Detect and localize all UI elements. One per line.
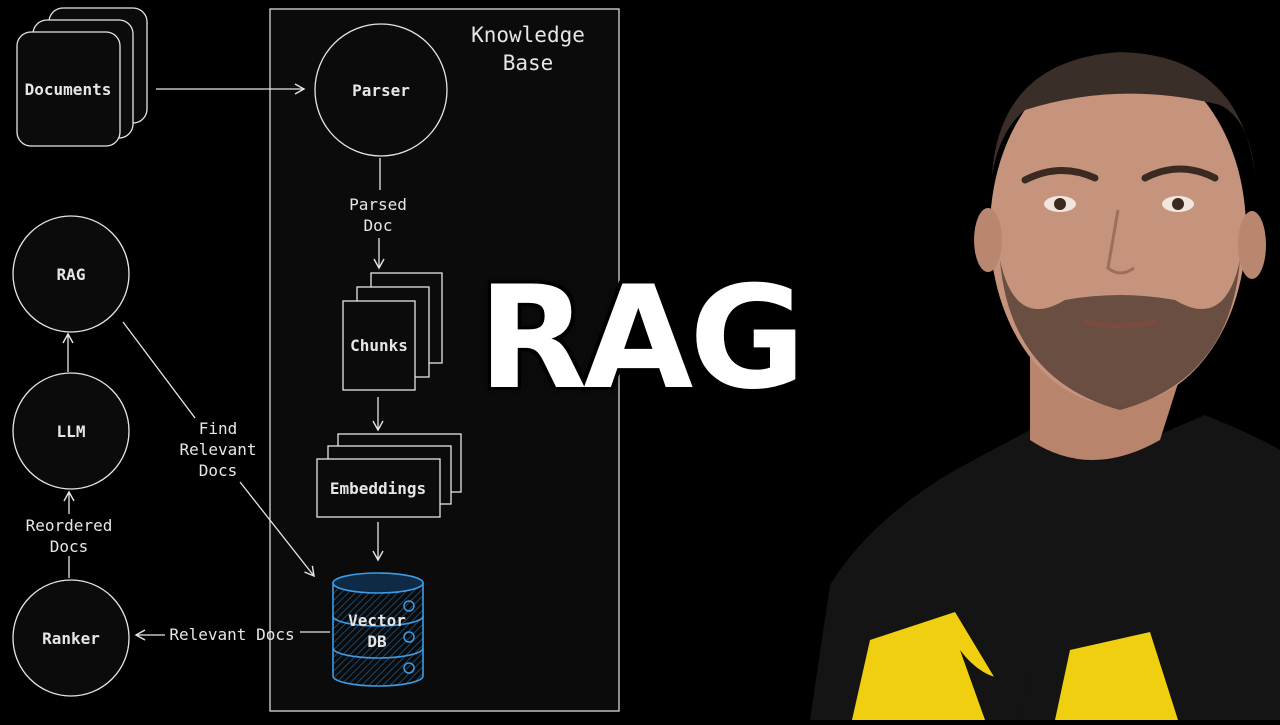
vector-db-label-line1: Vector	[348, 611, 406, 630]
line-rag-find	[122, 321, 196, 419]
reordered-docs-label-line2: Docs	[50, 537, 89, 556]
vector-db-node	[332, 572, 424, 687]
documents-node	[16, 7, 148, 147]
find-docs-label-line1: Find	[199, 419, 238, 438]
parsed-doc-label-line1: Parsed	[349, 195, 407, 214]
thumbnail-title: RAG	[478, 256, 806, 421]
embeddings-node	[316, 433, 462, 518]
parsed-doc-label-line2: Doc	[364, 216, 393, 235]
presenter-photo	[810, 52, 1280, 720]
arrow-find-vectordb	[239, 481, 315, 578]
kb-title-line2: Base	[503, 51, 554, 75]
llm-node	[12, 372, 130, 490]
reordered-docs-label-line1: Reordered	[26, 516, 113, 535]
relevant-docs-label: Relevant Docs	[169, 625, 294, 644]
ranker-node	[12, 579, 130, 697]
parser-label: Parser	[352, 81, 410, 100]
vector-db-label-line2: DB	[367, 632, 387, 651]
kb-title-line1: Knowledge	[471, 23, 585, 47]
find-docs-label-line3: Docs	[199, 461, 238, 480]
ranker-label: Ranker	[42, 629, 100, 648]
find-docs-label-line2: Relevant	[179, 440, 256, 459]
chunks-node	[342, 272, 443, 391]
rag-node-label: RAG	[57, 265, 86, 284]
parser-node	[314, 23, 448, 157]
embeddings-label: Embeddings	[330, 479, 426, 498]
chunks-label: Chunks	[350, 336, 408, 355]
documents-label: Documents	[25, 80, 112, 99]
rag-node	[12, 215, 130, 333]
llm-label: LLM	[57, 422, 86, 441]
